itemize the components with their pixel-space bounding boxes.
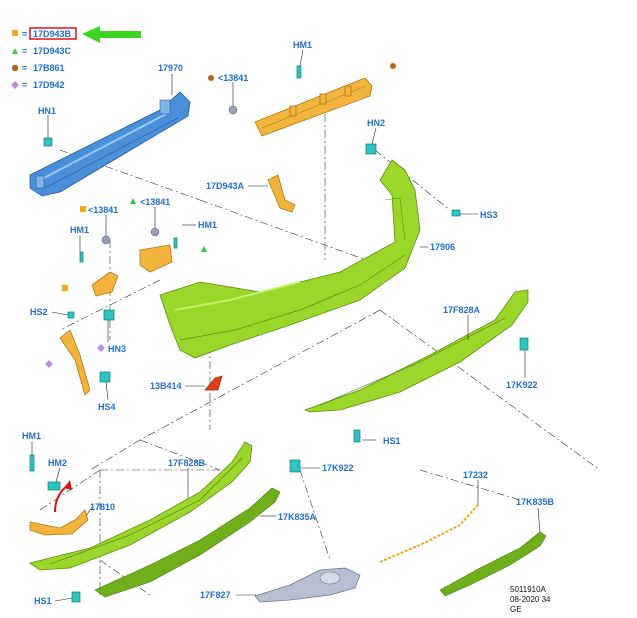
orange-square-marker-icon [62, 285, 68, 291]
brown-circle-icon [11, 64, 19, 72]
footer-region: GE [510, 605, 522, 614]
hm1-right-pin-icon [173, 237, 178, 249]
hm1-pin-icon [296, 65, 302, 79]
hs2-small-clip-icon [67, 311, 75, 319]
green-triangle-icon [12, 48, 18, 54]
part-17k835b-strip[interactable] [439, 531, 547, 597]
red-arrowhead-icon [64, 480, 72, 490]
label-17d943a[interactable]: 17D943A [206, 181, 245, 191]
nut-13841-top-icon [228, 105, 238, 115]
legend-sep-4: = [22, 80, 27, 90]
assembly-lines [39, 98, 601, 596]
fasteners [29, 65, 529, 603]
purple-diamond-marker-icon [45, 360, 53, 368]
k922-mid-clip-icon [289, 459, 301, 473]
part-17906-bumper-cover[interactable] [159, 159, 421, 359]
diagram-footer: 5011910A 08-2020 34 GE [510, 585, 551, 614]
label-hs4[interactable]: HS4 [98, 402, 116, 412]
label-13b414[interactable]: 13B414 [150, 381, 182, 391]
legend-code-17d943b: 17D943B [33, 29, 72, 39]
green-triangle-marker-icon [201, 246, 207, 252]
label-17f828b[interactable]: 17F828B [168, 458, 206, 468]
label-13841-mid[interactable]: <13841 [88, 205, 118, 215]
part-17d943a-bracket[interactable] [267, 174, 296, 213]
label-hs3[interactable]: HS3 [480, 210, 498, 220]
legend-code-17d943c: 17D943C [33, 46, 72, 56]
part-17k835a-strip[interactable] [94, 487, 281, 598]
label-hm1-left[interactable]: HM1 [70, 225, 89, 235]
part-13b414-reflector[interactable] [204, 375, 223, 391]
label-hs2[interactable]: HS2 [30, 307, 48, 317]
label-hm2[interactable]: HM2 [48, 458, 67, 468]
label-hn2[interactable]: HN2 [367, 118, 385, 128]
brown-circle-marker-icon [390, 63, 396, 69]
nut-13841-mid-icon [150, 227, 160, 237]
label-hs1-left[interactable]: HS1 [34, 596, 52, 606]
green-triangle-marker-icon [130, 198, 136, 204]
part-17810-reinforcement[interactable] [29, 509, 89, 536]
orange-square-marker-icon [80, 206, 86, 212]
label-17k835b[interactable]: 17K835B [516, 497, 555, 507]
label-17232[interactable]: 17232 [463, 470, 488, 480]
green-arrow-icon [82, 26, 141, 43]
label-17k922-mid[interactable]: 17K922 [322, 463, 354, 473]
label-17f828a[interactable]: 17F828A [443, 305, 481, 315]
legend-code-17d942: 17D942 [33, 80, 65, 90]
part-17970-beam[interactable] [29, 91, 191, 197]
footer-date: 08-2020 34 [510, 595, 551, 604]
legend-sep-2: = [22, 46, 27, 56]
hm1-mid-pin-icon [79, 251, 84, 263]
label-hm1-lower[interactable]: HM1 [22, 431, 41, 441]
label-17970[interactable]: 17970 [158, 63, 183, 73]
label-17906[interactable]: 17906 [430, 242, 455, 252]
footer-code: 5011910A [510, 585, 547, 594]
part-17f828a-diffuser[interactable] [303, 289, 529, 413]
label-17f827[interactable]: 17F827 [200, 590, 231, 600]
legend-sep-1: = [22, 29, 27, 39]
label-13841-mid2[interactable]: <13841 [140, 197, 170, 207]
k922-clip-icon [519, 337, 529, 351]
hn1-clip-icon [43, 137, 53, 147]
part-orange-mid-brackets[interactable] [91, 244, 173, 297]
leader-lines [31, 49, 541, 602]
part-17f827-bracket[interactable] [254, 567, 361, 603]
part-17f828b-diffuser[interactable] [29, 441, 253, 571]
hs1-right-screw-icon [353, 429, 361, 443]
purple-diamond-icon [11, 81, 19, 89]
part-left-orange-strip[interactable] [59, 329, 91, 396]
part-orange-upper-bracket[interactable] [254, 77, 373, 137]
label-17k922-right[interactable]: 17K922 [506, 380, 538, 390]
label-13841-top[interactable]: <13841 [218, 73, 248, 83]
legend-code-17b861: 17B861 [33, 63, 65, 73]
hs3-screw-icon [451, 209, 461, 217]
hs2-clip-icon [103, 309, 115, 321]
label-17k835a[interactable]: 17K835A [278, 512, 317, 522]
part-17232-harness[interactable] [379, 504, 479, 563]
label-hn1[interactable]: HN1 [38, 106, 56, 116]
legend: = 17D943B = 17D943C = 17B861 = 17D942 [11, 26, 141, 90]
part-labels: HM1 <13841 17970 HN1 HN2 17D943A HS3 <13… [22, 40, 555, 606]
hm1-lower-pin-icon [29, 454, 35, 472]
purple-diamond-marker-icon [97, 344, 105, 352]
hn2-nut-icon [365, 143, 377, 155]
hs4-clip-icon [99, 371, 111, 383]
label-hs1-right[interactable]: HS1 [383, 436, 401, 446]
legend-highlight-box [29, 27, 77, 40]
hs1-left-screw-icon [71, 591, 81, 603]
label-hm1-mid[interactable]: HM1 [198, 220, 217, 230]
label-hn3[interactable]: HN3 [108, 344, 126, 354]
label-hm1-top[interactable]: HM1 [293, 40, 312, 50]
brown-circle-marker-icon [208, 75, 214, 81]
label-17810[interactable]: 17810 [90, 502, 115, 512]
nut-13841-left-icon [101, 235, 111, 245]
orange-square-icon [12, 30, 18, 36]
part-markers [45, 63, 396, 368]
hm2-clip-icon [47, 481, 61, 491]
legend-sep-3: = [22, 63, 27, 73]
